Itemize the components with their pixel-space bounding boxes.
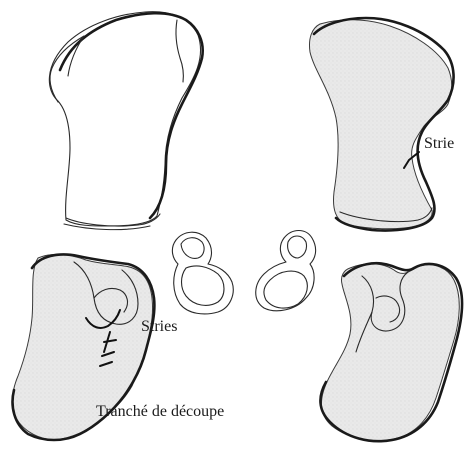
cross-section-right xyxy=(256,231,316,311)
cross-section-left xyxy=(172,232,233,314)
bone-top-right xyxy=(309,18,453,231)
annotation-stries-center: Stries xyxy=(141,319,177,335)
annotation-stries-right: Strie xyxy=(424,136,454,152)
annotation-tranche-de-decoupe: Tranché de découpe xyxy=(96,404,224,420)
bone-bottom-right xyxy=(320,263,462,441)
bone-top-left xyxy=(49,12,202,230)
